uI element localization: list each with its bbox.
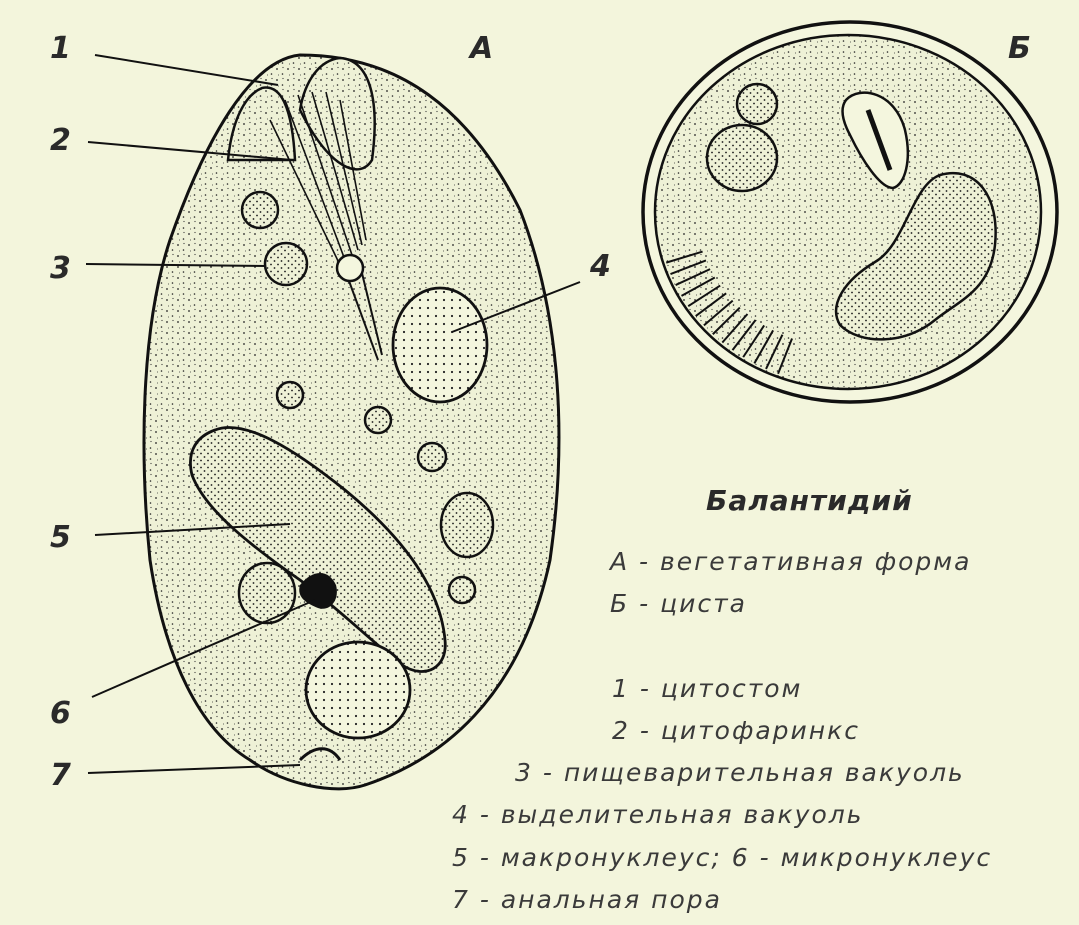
callout-6: 6 [50,696,71,731]
panel-label-b: Б [1008,31,1031,66]
cytostome-vesicle [337,255,363,281]
vegetative-form-cell [144,55,559,789]
cyst-vacuole-top [737,84,777,124]
callout-4: 4 [589,249,611,284]
callout-7: 7 [50,758,71,793]
callout-5: 5 [50,520,71,555]
callout-2: 2 [50,123,71,158]
legend-3: 3 - пищеварительная вакуоль [515,758,965,787]
contractile-vacuole-upper [393,288,487,402]
legend-7: 7 - анальная пора [452,885,722,914]
callout-3: 3 [50,251,71,286]
contractile-vacuole-lower [306,642,410,738]
panel-label-a: А [468,31,493,66]
legend-1: 1 - цитостом [612,674,802,703]
legend-4: 4 - выделительная вакуоль [452,800,863,829]
legend-5-6: 5 - макронуклеус; 6 - микронуклеус [452,843,992,872]
legend-2: 2 - цитофаринкс [612,716,860,745]
legend-a: А - вегетативная форма [608,547,971,576]
cyst [643,22,1057,402]
cyst-vacuole-mid [707,125,777,191]
callout-1: 1 [50,31,71,66]
legend-b: Б - циста [610,589,747,618]
diagram-title: Балантидий [706,484,913,517]
